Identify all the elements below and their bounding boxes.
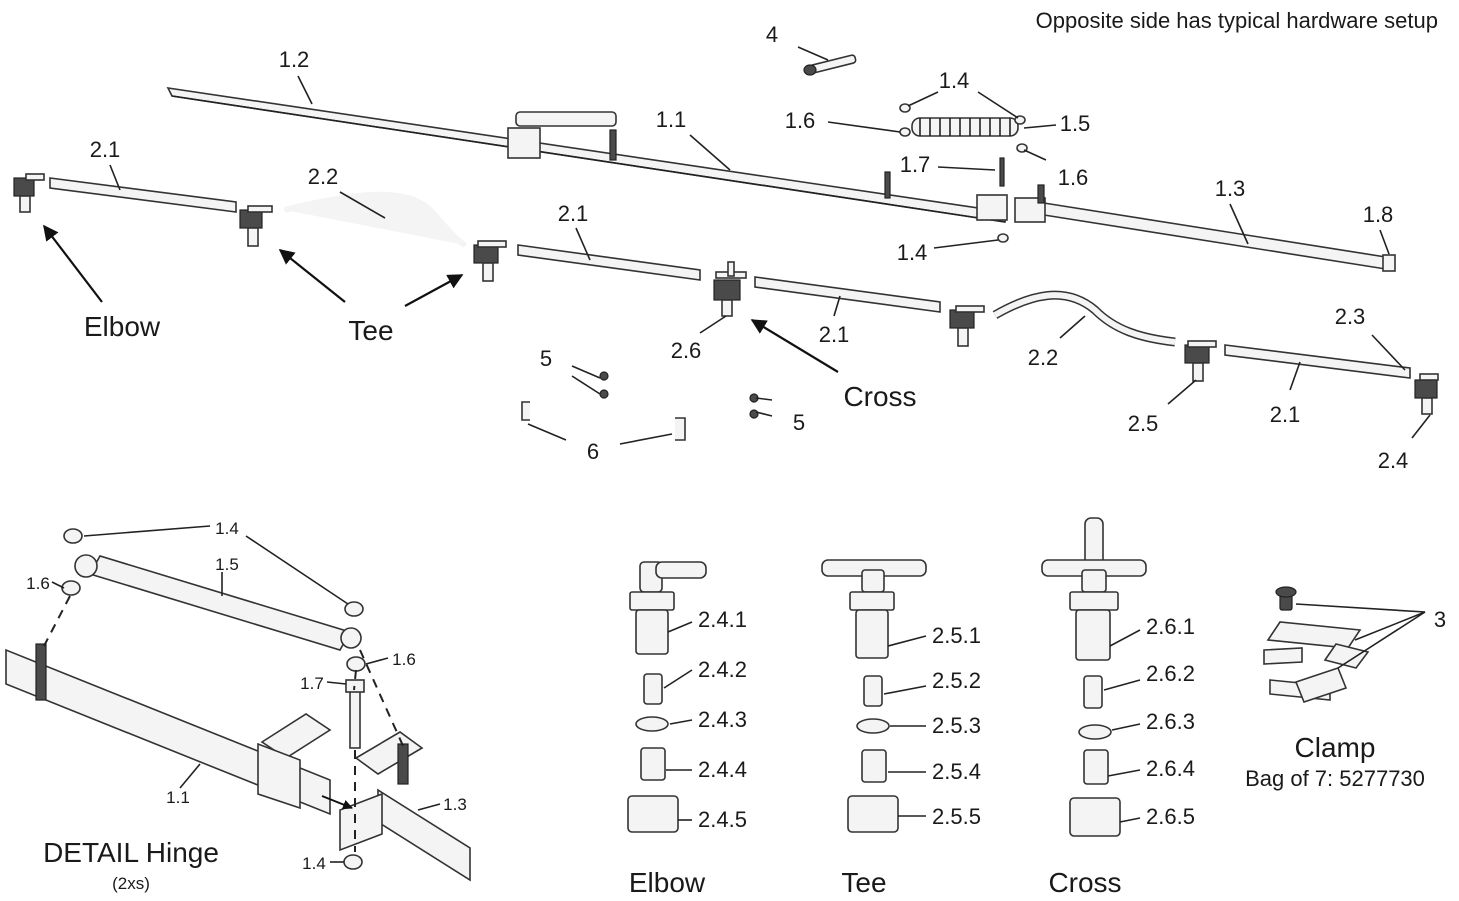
- callout-4: 4: [766, 22, 778, 47]
- callout-2-1-a: 2.1: [90, 137, 121, 162]
- hose-pipe-2: [517, 244, 701, 281]
- clamp-title: Clamp: [1295, 732, 1376, 763]
- callout-2-1-b: 2.1: [558, 201, 589, 226]
- cross-fitting: [713, 261, 747, 317]
- screw-set: [599, 371, 759, 419]
- detail-callout-1-1: 1.1: [166, 788, 190, 807]
- callout-1-6-b: 1.6: [1058, 165, 1089, 190]
- tee-part-5: 2.5.5: [932, 804, 981, 829]
- leader-lines-top: [109, 46, 1431, 445]
- callout-2-5: 2.5: [1128, 411, 1159, 436]
- cross-part-4: 2.6.4: [1146, 756, 1195, 781]
- type-arrows: [43, 224, 839, 373]
- label-cross-top: Cross: [843, 381, 916, 412]
- callout-1-4-b: 1.4: [897, 240, 928, 265]
- callout-1-3: 1.3: [1215, 176, 1246, 201]
- detail-callout-1-4-a: 1.4: [215, 519, 239, 538]
- hose-curved-1: [284, 191, 467, 248]
- detail-callout-1-6-a: 1.6: [26, 574, 50, 593]
- hose-pipe-1: [49, 177, 237, 213]
- clamp-group: [1263, 586, 1426, 703]
- bar-end-cap: [1382, 254, 1396, 272]
- detail-title: DETAIL Hinge: [43, 837, 219, 868]
- elbow-stack-title: Elbow: [629, 867, 706, 898]
- cross-part-2: 2.6.2: [1146, 661, 1195, 686]
- detail-callout-1-7: 1.7: [300, 674, 324, 693]
- elbow-part-4: 2.4.4: [698, 757, 747, 782]
- callout-1-8: 1.8: [1363, 202, 1394, 227]
- callout-2-3: 2.3: [1335, 304, 1366, 329]
- tee-part-1: 2.5.1: [932, 623, 981, 648]
- callout-6: 6: [587, 439, 599, 464]
- hinge-bracket-left: [507, 111, 617, 161]
- cross-stack: [1041, 517, 1147, 837]
- tee-part-3: 2.5.3: [932, 713, 981, 738]
- hose-curved-2: [992, 290, 1176, 347]
- detail-callout-1-3: 1.3: [443, 795, 467, 814]
- hose-pipe-4: [1224, 344, 1411, 379]
- boom-bar-left: [166, 86, 1006, 223]
- callout-2-2-a: 2.2: [308, 164, 339, 189]
- detail-callout-1-6-b: 1.6: [392, 650, 416, 669]
- callout-5-b: 5: [793, 410, 805, 435]
- elbow-part-1: 2.4.1: [698, 607, 747, 632]
- callout-1-1: 1.1: [656, 107, 687, 132]
- tee-stack-title: Tee: [841, 867, 886, 898]
- elbow-fitting-left: [13, 173, 45, 213]
- callout-2-1-d: 2.1: [1270, 402, 1301, 427]
- tee-fitting-1: [239, 205, 273, 247]
- hex-nut: [899, 103, 1028, 243]
- boom-bar-right: [1024, 199, 1393, 271]
- hose-pipe-3: [754, 276, 941, 313]
- callout-2-2-b: 2.2: [1028, 345, 1059, 370]
- spring: [911, 117, 1019, 137]
- hinge-bracket-center: [884, 157, 1046, 223]
- label-tee-top: Tee: [348, 315, 393, 346]
- detail-subtitle: (2xs): [112, 874, 150, 893]
- pin: [803, 54, 857, 76]
- tee-part-4: 2.5.4: [932, 759, 981, 784]
- callout-2-6: 2.6: [671, 338, 702, 363]
- elbow-part-2: 2.4.2: [698, 657, 747, 682]
- callout-1-6-a: 1.6: [785, 108, 816, 133]
- tee-fitting-3: [949, 305, 985, 347]
- tee-fitting-2: [473, 240, 507, 282]
- elbow-stack: [627, 561, 707, 833]
- callout-2-4: 2.4: [1378, 448, 1409, 473]
- callout-1-5: 1.5: [1060, 111, 1091, 136]
- detail-callout-1-5: 1.5: [215, 555, 239, 574]
- cross-part-5: 2.6.5: [1146, 804, 1195, 829]
- callout-5-a: 5: [540, 346, 552, 371]
- detail-hinge: [5, 525, 471, 882]
- clamp-subtitle: Bag of 7: 5277730: [1245, 766, 1425, 791]
- header-note: Opposite side has typical hardware setup: [1036, 8, 1438, 33]
- label-elbow-top: Elbow: [84, 311, 161, 342]
- cross-part-1: 2.6.1: [1146, 614, 1195, 639]
- callout-1-4-top: 1.4: [939, 68, 970, 93]
- cross-stack-title: Cross: [1048, 867, 1121, 898]
- cross-part-3: 2.6.3: [1146, 709, 1195, 734]
- elbow-part-3: 2.4.3: [698, 707, 747, 732]
- clamp-callout: 3: [1434, 607, 1446, 632]
- callout-1-2: 1.2: [279, 47, 310, 72]
- u-clip: [521, 401, 686, 441]
- callout-1-7: 1.7: [900, 152, 931, 177]
- elbow-fitting-right: [1414, 373, 1439, 415]
- elbow-part-5: 2.4.5: [698, 807, 747, 832]
- detail-callout-1-4-b: 1.4: [302, 854, 326, 873]
- tee-stack: [821, 559, 927, 833]
- tee-part-2: 2.5.2: [932, 668, 981, 693]
- tee-fitting-4: [1184, 340, 1217, 382]
- callout-2-1-c: 2.1: [819, 322, 850, 347]
